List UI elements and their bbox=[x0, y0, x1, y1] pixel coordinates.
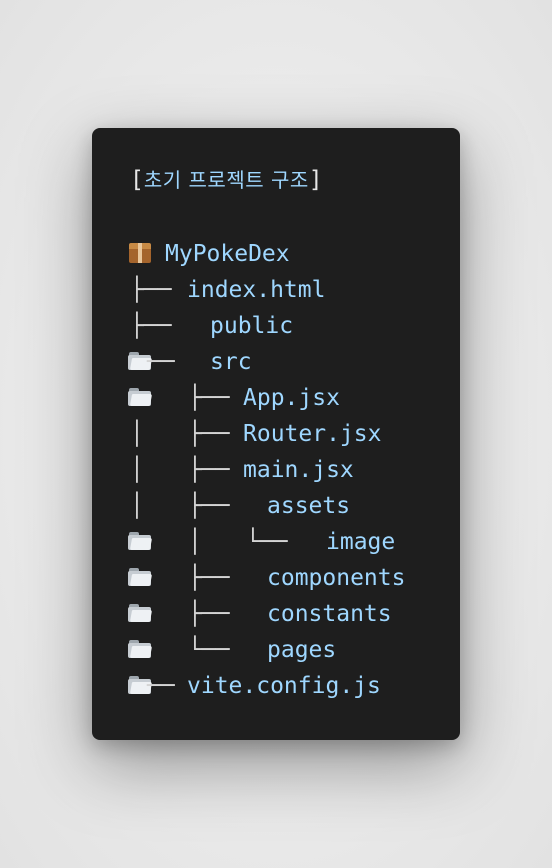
tree-branch: ├── bbox=[188, 493, 230, 519]
heading-title: 초기 프로젝트 구조 bbox=[143, 168, 309, 192]
tree-vertical-line: │ bbox=[130, 493, 144, 519]
tree-branch: ── bbox=[147, 349, 175, 375]
tree-item-index-html: index.html bbox=[187, 277, 326, 303]
tree-vertical-line: │ bbox=[188, 529, 202, 555]
code-card bbox=[92, 128, 460, 740]
tree-branch: ├── bbox=[130, 313, 172, 339]
tree-item-components: components bbox=[267, 565, 406, 591]
folder-icon bbox=[128, 640, 153, 658]
folder-icon bbox=[128, 532, 153, 550]
tree-branch: └── bbox=[188, 637, 230, 663]
tree-vertical-line: │ bbox=[130, 457, 144, 483]
tree-vertical-line: │ bbox=[130, 421, 144, 447]
tree-item-router-jsx: Router.jsx bbox=[243, 421, 382, 447]
tree-branch: ├── bbox=[130, 277, 172, 303]
tree-item-src: src bbox=[210, 349, 252, 375]
tree-item-constants: constants bbox=[267, 601, 392, 627]
tree-item-assets: assets bbox=[267, 493, 351, 519]
tree-item-app-jsx: App.jsx bbox=[243, 385, 340, 411]
tree-root-label: MyPokeDex bbox=[165, 241, 290, 267]
tree-branch: ── bbox=[147, 673, 175, 699]
tree-branch: ├── bbox=[188, 565, 230, 591]
folder-icon bbox=[128, 568, 153, 586]
heading-close-bracket: ] bbox=[308, 167, 323, 193]
tree-item-vite-config: vite.config.js bbox=[187, 673, 381, 699]
folder-icon bbox=[128, 676, 153, 694]
tree-branch: ├── bbox=[188, 421, 230, 447]
tree-item-image: image bbox=[326, 529, 396, 555]
tree-item-pages: pages bbox=[267, 637, 337, 663]
tree-branch: └── bbox=[246, 529, 288, 555]
tree-branch: ├── bbox=[188, 601, 230, 627]
heading: [초기 프로젝트 구조] bbox=[130, 162, 323, 198]
tree-branch: ├── bbox=[188, 457, 230, 483]
tree-branch: ├── bbox=[188, 385, 230, 411]
tree-item-main-jsx: main.jsx bbox=[243, 457, 354, 483]
heading-open-bracket: [ bbox=[130, 167, 144, 193]
folder-icon bbox=[128, 604, 153, 622]
package-icon bbox=[129, 243, 151, 263]
tree-item-public: public bbox=[210, 313, 294, 339]
folder-icon bbox=[128, 388, 153, 406]
folder-icon bbox=[128, 352, 153, 370]
